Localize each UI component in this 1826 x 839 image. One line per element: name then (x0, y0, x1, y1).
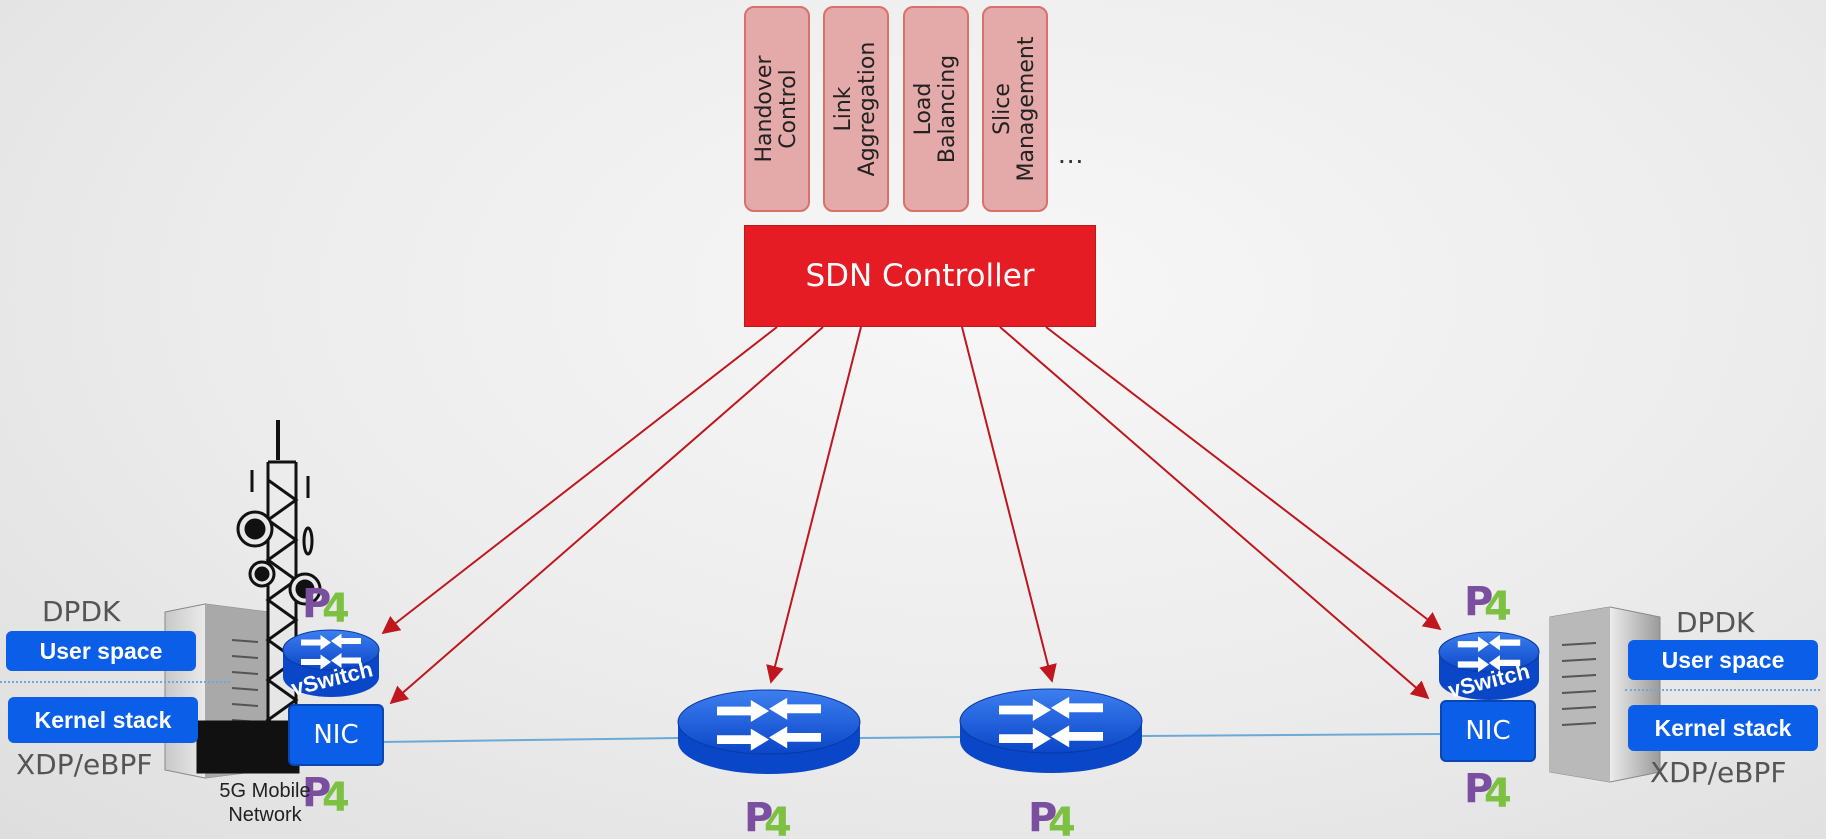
arrow-to-right-vswitch (999, 326, 1430, 700)
p4-logo-left-bottom: P4 (302, 770, 350, 821)
svg-text:P: P (1464, 766, 1493, 812)
cell-tower-icon (196, 420, 322, 774)
left-divider (0, 681, 230, 683)
svg-text:4: 4 (322, 775, 350, 821)
app-slice-management: Slice Management (982, 6, 1048, 212)
svg-text:4: 4 (1048, 800, 1076, 839)
right-nic: NIC (1440, 700, 1536, 762)
svg-text:4: 4 (1484, 584, 1512, 630)
app-link-aggregation: Link Aggregation (823, 6, 889, 212)
link-left-switch1 (379, 737, 679, 743)
p4-logo-right-top: P4 (1464, 579, 1512, 630)
right-dpdk-label: DPDK (1676, 606, 1755, 639)
svg-text:4: 4 (1484, 771, 1512, 817)
app-handover-control: Handover Control (744, 6, 810, 212)
left-xdp-label: XDP/eBPF (16, 748, 153, 781)
p4-logo-left-top: P4 (302, 581, 350, 632)
right-kernel-stack: Kernel stack (1628, 705, 1818, 751)
more-apps-ellipsis: ... (1058, 138, 1085, 169)
svg-text:P: P (1464, 579, 1493, 625)
svg-text:P: P (302, 770, 331, 816)
arrow-to-switch1 (766, 326, 862, 684)
p4-logo-right-bottom: P4 (1464, 766, 1512, 817)
left-dpdk-label: DPDK (42, 595, 121, 628)
link-switch2-right (1141, 733, 1443, 737)
tower-caption: 5G Mobile Network (219, 780, 311, 826)
svg-text:P: P (744, 795, 773, 839)
svg-text:P: P (302, 581, 331, 627)
core-switch-2-icon (959, 688, 1143, 773)
svg-text:4: 4 (322, 586, 350, 632)
right-divider (1625, 689, 1820, 691)
right-xdp-label: XDP/eBPF (1650, 756, 1787, 789)
left-user-space: User space (6, 631, 196, 671)
core-switch-1-icon (677, 689, 861, 774)
link-switch1-switch2 (859, 736, 961, 739)
arrow-to-right-nic (1045, 326, 1442, 631)
svg-text:P: P (1028, 795, 1057, 839)
right-vswitch-icon (1438, 631, 1540, 700)
p4-logo-switch2: P4 (1028, 795, 1076, 839)
right-server-icon (1549, 606, 1661, 783)
right-user-space: User space (1628, 640, 1818, 680)
app-load-balancing: Load Balancing (903, 6, 969, 212)
arrow-to-left-nic (389, 326, 824, 705)
svg-text:4: 4 (764, 800, 792, 839)
arrow-to-left-vswitch (381, 326, 778, 635)
left-nic: NIC (288, 704, 384, 766)
arrow-to-switch2 (961, 326, 1057, 683)
p4-logo-switch1: P4 (744, 795, 792, 839)
left-vswitch-icon (282, 629, 380, 697)
control-arrows (381, 326, 1442, 705)
sdn-controller: SDN Controller (744, 225, 1096, 327)
left-kernel-stack: Kernel stack (8, 697, 198, 743)
